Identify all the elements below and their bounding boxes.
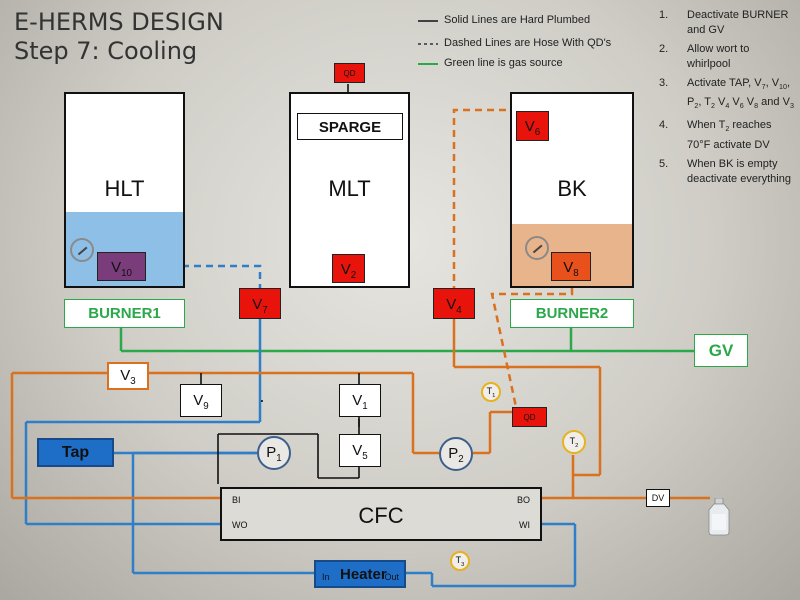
mlt-label: MLT [328, 176, 371, 201]
pump-label: P [266, 444, 277, 461]
cfc-port-bo: BO [516, 495, 530, 505]
valve-v2[interactable]: V2 [332, 254, 365, 283]
valve-sub: 5 [362, 451, 368, 462]
valve-v8[interactable]: V8 [551, 252, 591, 281]
step-note: 4. When T2 reaches 70°F activate DV [655, 118, 795, 152]
step-text: Activate TAP, V7, V10, P2, T2 V4 V6 V8 a… [687, 77, 794, 111]
heater-label: Heater [340, 566, 387, 583]
cfc-port-bi: BI [232, 495, 241, 505]
step-note: 3. Activate TAP, V7, V10, P2, T2 V4 V6 V8… [655, 76, 795, 114]
cfc-chiller: CFC BI WO BO WI [220, 487, 542, 541]
step-note: 2. Allow wort to whirlpool [655, 42, 795, 72]
pump-sub: 2 [458, 454, 464, 465]
step-number: 5. [659, 157, 669, 170]
legend-solid: Solid Lines are Hard Plumbed [444, 14, 591, 26]
bk-label: BK [557, 176, 587, 201]
sparge-arm: SPARGE [297, 113, 403, 140]
pump-sub: 1 [276, 453, 282, 464]
pump-label: P [448, 445, 459, 462]
valve-label: V [120, 367, 131, 384]
carboy-icon [708, 498, 730, 536]
valve-v6[interactable]: V6 [516, 111, 549, 141]
cfc-port-wo: WO [232, 520, 248, 530]
valve-label: V [340, 261, 351, 278]
valve-sub: 6 [534, 127, 541, 138]
step-number: 2. [659, 43, 669, 55]
valve-v4[interactable]: V4 [433, 288, 475, 319]
pump-p1[interactable]: P1 [257, 436, 291, 470]
valve-sub: 3 [130, 376, 136, 387]
step-number: 4. [659, 119, 669, 132]
step-note: 5. When BK is empty deactivate everything [655, 157, 795, 187]
wort-lines [10, 318, 710, 500]
valve-label: V [111, 259, 122, 276]
step-text: When T2 reaches 70°F activate DV [687, 119, 772, 151]
burner1[interactable]: BURNER1 [64, 299, 185, 328]
valve-sub: 8 [573, 268, 579, 279]
valve-v10[interactable]: V10 [97, 252, 146, 281]
heater-out: Out [384, 572, 399, 582]
valve-label: V [352, 442, 363, 459]
temp-sub: 2 [575, 442, 579, 449]
valve-v9[interactable]: V9 [180, 384, 222, 417]
valve-sub: 7 [262, 305, 268, 316]
step-text: Deactivate BURNER and GV [687, 9, 789, 36]
temp-label: T [569, 436, 576, 446]
valve-sub: 4 [456, 305, 462, 316]
cfc-port-wi: WI [519, 520, 530, 530]
valve-label: V [193, 392, 204, 409]
temp-sub: 1 [492, 392, 496, 399]
hlt-label: HLT [104, 176, 145, 201]
temp-label: T [455, 555, 462, 565]
heater[interactable]: In Heater Out [314, 560, 406, 588]
temp-sensor-t3[interactable]: T3 [450, 551, 470, 571]
step-text: When BK is empty deactivate everything [687, 157, 791, 185]
page-subtitle: Step 7: Cooling [14, 37, 198, 65]
valve-label: V [446, 296, 457, 313]
heater-in: In [322, 572, 330, 582]
valve-v3[interactable]: V3 [107, 362, 149, 390]
cfc-label: CFC [358, 503, 404, 528]
gas-valve-gv[interactable]: GV [694, 334, 748, 367]
valve-sub: 9 [203, 401, 209, 412]
bk-gauge-icon [525, 236, 549, 260]
burner2[interactable]: BURNER2 [510, 299, 634, 328]
legend-dashed: Dashed Lines are Hose With QD's [444, 37, 612, 49]
hlt-gauge-icon [70, 238, 94, 262]
diverter-valve-dv[interactable]: DV [646, 489, 670, 507]
qd-top[interactable]: QD [334, 63, 365, 83]
qd-mid[interactable]: QD [512, 407, 547, 427]
valve-v7[interactable]: V7 [239, 288, 281, 319]
gas-line [119, 328, 694, 353]
valve-sub: 1 [362, 401, 368, 412]
valve-label: V [352, 392, 363, 409]
water-lines [24, 318, 577, 588]
valve-label: V [524, 118, 535, 135]
page-title: E-HERMS DESIGN [14, 8, 224, 36]
step-number: 3. [659, 77, 669, 89]
step-number: 1. [659, 9, 669, 21]
temp-label: T [486, 386, 493, 396]
valve-sub: 10 [121, 268, 132, 279]
wort-hoses [452, 108, 574, 408]
temp-sensor-t2[interactable]: T2 [562, 430, 586, 454]
legend-green: Green line is gas source [444, 57, 563, 69]
step-text: Allow wort to whirlpool [687, 43, 750, 70]
valve-label: V [252, 296, 263, 313]
tap[interactable]: Tap [37, 438, 114, 467]
valve-v1[interactable]: V1 [339, 384, 381, 417]
pump-p2[interactable]: P2 [439, 437, 473, 471]
temp-sub: 3 [461, 561, 465, 568]
valve-label: V [563, 259, 574, 276]
valve-sub: 2 [350, 270, 357, 281]
step-note: 1. Deactivate BURNER and GV [655, 8, 795, 38]
valve-v5[interactable]: V5 [339, 434, 381, 467]
temp-sensor-t1[interactable]: T1 [481, 382, 501, 402]
step-notes: 1. Deactivate BURNER and GV 2. Allow wort … [655, 8, 795, 191]
